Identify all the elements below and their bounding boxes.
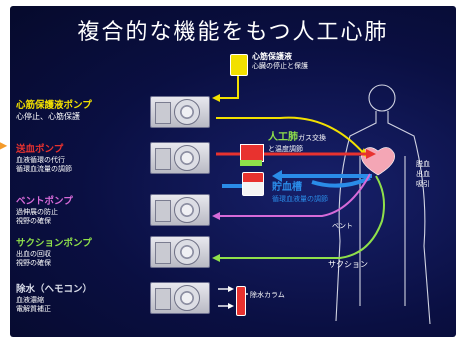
pump-desc-arterial: 血液循環の代行 循環血流量の調節 <box>16 155 72 173</box>
cardioplegia-flow <box>216 69 367 157</box>
flow-diagram <box>212 69 431 325</box>
pump-label-vent: ベントポンプ 過伸展の防止 視野の確保 <box>16 196 73 225</box>
suction-pump <box>150 236 210 268</box>
pump-title-suction: サクションポンプ <box>16 238 92 249</box>
pump-desc-cardioplegia: 心停止、心筋保護 <box>16 111 80 121</box>
cardioplegia-bag-label: 心筋保護液 心臓の停止と保護 <box>252 52 308 71</box>
pump-desc-hemoconcentrator: 血液濃縮 電解質補正 <box>16 295 51 313</box>
reservoir-label: 貯血槽 循環血液量の調節 <box>272 182 328 203</box>
pump-label-suction: サクションポンプ 出血の回収 視野の確保 <box>16 238 92 267</box>
hemoconcentrator-label: 除水カラム <box>250 291 285 299</box>
orange-arrow-icon: ▶ <box>0 138 8 152</box>
oxygenator-bar-icon <box>240 160 262 166</box>
cardioplegia-bag-icon <box>230 54 248 76</box>
cardioplegia-bag-title: 心筋保護液 <box>252 52 292 61</box>
cardioplegia-bag-desc: 心臓の停止と保護 <box>252 62 308 70</box>
pump-desc-vent: 過伸展の防止 視野の確保 <box>16 207 58 225</box>
heart-side-labels: 脱血 出血 吸引 <box>416 160 430 188</box>
suction-flow <box>216 175 385 259</box>
pump-label-cardioplegia: 心筋保護液ポンプ 心停止、心筋保護 <box>16 100 92 122</box>
arterial-pump <box>150 142 210 174</box>
reservoir-title: 貯血槽 <box>272 182 302 193</box>
suction-label: サクション <box>328 260 368 269</box>
hemoconcentrator-pump <box>150 282 210 314</box>
diagram-title: 複合的な機能をもつ人工心肺 <box>77 20 389 45</box>
vent-label: ベント <box>332 222 353 230</box>
diagram-slide: 複合的な機能をもつ人工心肺 <box>10 6 456 337</box>
pump-label-hemoconcentrator: 除水（ヘモコン） 血液濃縮 電解質補正 <box>16 284 92 313</box>
oxygenator-desc: と温度調節 <box>268 144 303 153</box>
oxygenator-title-suffix: ガス交換 <box>298 134 326 142</box>
pump-title-arterial: 送血ポンプ <box>16 144 64 155</box>
oxygenator-label: 人工肺ガス交換 と温度調節 <box>268 132 326 153</box>
hemoconcentrator-column-icon <box>236 286 246 316</box>
oxygenator-title: 人工肺 <box>268 132 298 143</box>
reservoir-icon <box>242 172 264 196</box>
vent-flow <box>216 173 371 217</box>
pump-title-cardioplegia: 心筋保護液ポンプ <box>16 100 92 111</box>
pump-label-arterial: 送血ポンプ 血液循環の代行 循環血流量の調節 <box>16 144 72 173</box>
pump-desc-suction: 出血の回収 視野の確保 <box>16 249 51 267</box>
pump-title-hemoconcentrator: 除水（ヘモコン） <box>16 284 93 295</box>
cardioplegia-pump <box>150 96 210 128</box>
reservoir-desc: 循環血液量の調節 <box>272 194 328 203</box>
pump-title-vent: ベントポンプ <box>16 196 73 207</box>
vent-pump <box>150 194 210 226</box>
